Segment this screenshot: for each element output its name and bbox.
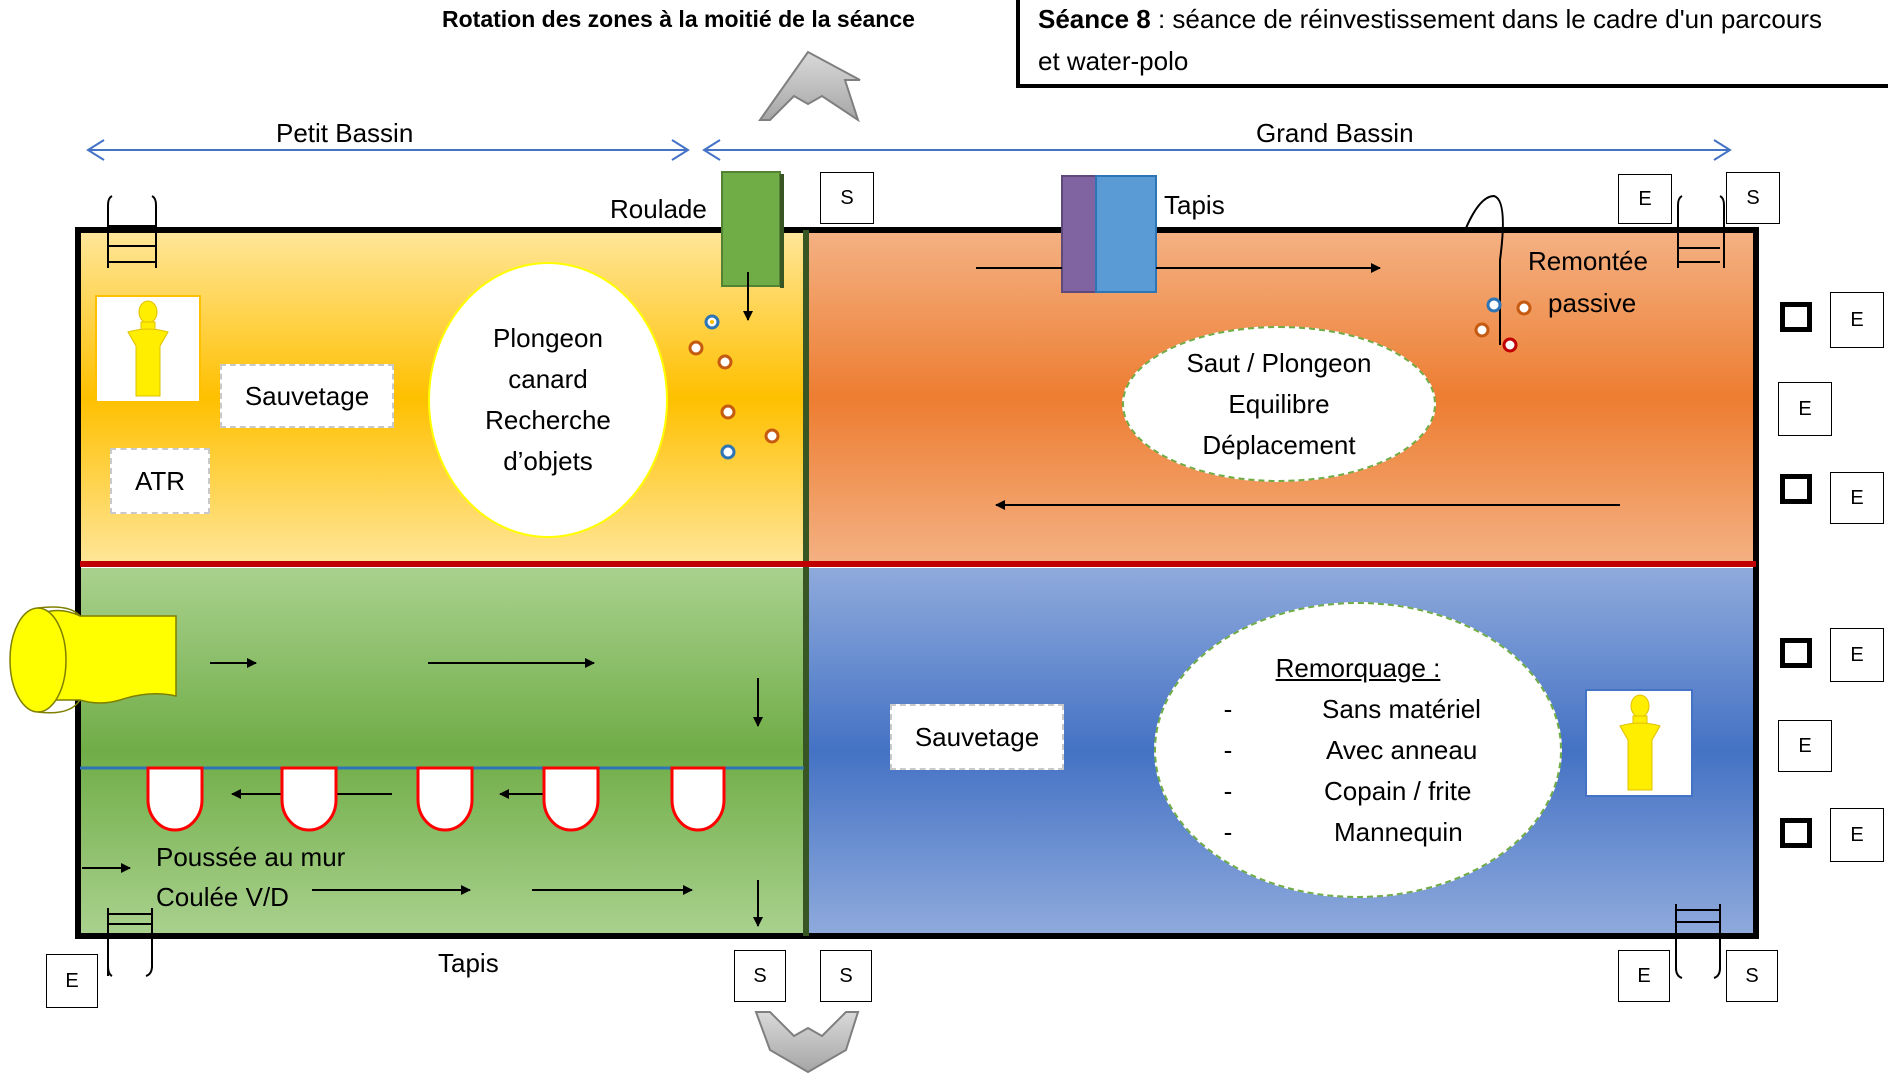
session-box: Séance 8 : séance de réinvestissement da… xyxy=(1016,0,1888,88)
entry-box: E xyxy=(46,954,98,1008)
ladder-icon xyxy=(107,908,153,977)
roulade-label: Roulade xyxy=(610,194,707,224)
tapis-mat xyxy=(1061,175,1099,293)
coulee-label: Coulée V/D xyxy=(156,882,289,912)
saut-plongeon-ellipse: Saut / Plongeon Equilibre Déplacement xyxy=(1122,326,1436,482)
ellipse-line: Plongeon xyxy=(493,323,603,353)
rotation-arrow-down-icon xyxy=(754,1011,860,1073)
rotation-arrow-up-icon xyxy=(758,50,861,123)
exit-box: S xyxy=(820,172,874,224)
petit-bassin-label: Petit Bassin xyxy=(276,118,414,148)
list-dash: - xyxy=(1223,816,1233,847)
hoop-icon xyxy=(146,766,726,832)
sauvetage-label: Sauvetage xyxy=(890,704,1064,770)
entry-box: E xyxy=(1830,292,1884,348)
sauvetage-label: Sauvetage xyxy=(220,364,394,428)
list-dash: - xyxy=(1223,734,1233,765)
checkbox-square-icon xyxy=(1780,474,1812,504)
entry-box: E xyxy=(1618,950,1670,1002)
grand-bassin-label: Grand Bassin xyxy=(1256,118,1414,148)
ellipse-line: canard xyxy=(508,364,588,394)
dive-rings-icon xyxy=(1474,297,1532,353)
dive-rings-icon xyxy=(688,314,780,460)
remontee-label: Remontée xyxy=(1528,246,1648,276)
exit-box: S xyxy=(734,950,786,1002)
ladder-icon xyxy=(1677,195,1725,268)
passive-label: passive xyxy=(1548,288,1637,318)
exit-box: S xyxy=(1726,950,1778,1002)
ladder-icon xyxy=(107,195,157,268)
plongeon-canard-ellipse: Plongeon canard Recherche d’objets xyxy=(428,262,668,538)
rolled-mat-icon xyxy=(9,606,177,714)
entry-box: E xyxy=(1618,174,1672,224)
mannequin-icon xyxy=(127,300,169,397)
ellipse-line: d’objets xyxy=(503,446,593,476)
atr-label: ATR xyxy=(110,448,210,514)
entry-box: E xyxy=(1830,808,1884,862)
pool-outline xyxy=(75,227,1759,939)
remorquage-item: Mannequin xyxy=(1334,816,1463,847)
remorquage-item: Copain / frite xyxy=(1324,775,1472,806)
ellipse-line: Equilibre xyxy=(1228,388,1330,419)
entry-box: E xyxy=(1830,628,1884,682)
list-dash: - xyxy=(1223,693,1233,724)
entry-box: E xyxy=(1778,720,1832,772)
remorquage-ellipse: Remorquage : - Sans matériel - Avec anneau… xyxy=(1154,602,1562,898)
zone-bottom-left xyxy=(80,568,804,934)
entry-box: E xyxy=(1778,382,1832,436)
rotation-caption: Rotation des zones à la moitié de la séa… xyxy=(442,6,915,32)
list-dash: - xyxy=(1223,775,1233,806)
session-title: Séance 8 xyxy=(1038,4,1151,34)
exit-box: S xyxy=(820,950,872,1002)
entry-box: E xyxy=(1830,472,1884,524)
session-description: : séance de réinvestissement dans le cad… xyxy=(1150,4,1822,34)
mannequin-icon xyxy=(1619,694,1661,791)
checkbox-square-icon xyxy=(1780,818,1812,848)
rope-icon xyxy=(1465,194,1504,345)
exit-box: S xyxy=(1726,172,1780,224)
session-line2: et water-polo xyxy=(1038,46,1189,76)
ladder-icon xyxy=(1675,904,1721,979)
grand-bassin-arrow xyxy=(702,139,1732,161)
checkbox-square-icon xyxy=(1780,638,1812,668)
roulade-mat xyxy=(721,171,781,287)
poussee-label: Poussée au mur xyxy=(156,842,346,872)
remorquage-title: Remorquage : xyxy=(1275,652,1441,683)
remorquage-item: Sans matériel xyxy=(1322,693,1481,724)
remorquage-item: Avec anneau xyxy=(1326,734,1478,765)
ellipse-line: Saut / Plongeon xyxy=(1186,347,1372,378)
checkbox-square-icon xyxy=(1780,302,1812,332)
ellipse-line: Recherche xyxy=(485,405,611,435)
ellipse-line: Déplacement xyxy=(1202,429,1356,460)
tapis-label-top: Tapis xyxy=(1164,190,1225,220)
tapis-label-bottom: Tapis xyxy=(438,948,499,978)
petit-bassin-arrow xyxy=(86,139,690,161)
